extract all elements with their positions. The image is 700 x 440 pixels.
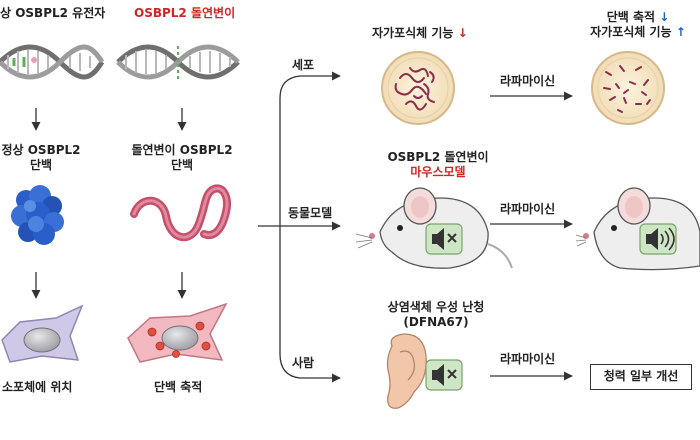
normal-cell-icon — [1, 304, 84, 363]
arrow-down-icon: ↓ — [457, 26, 468, 40]
autophagy-down-label: 자가포식체 기능 ↓ — [372, 26, 468, 41]
rapamycin-label-1: 라파마이신 — [500, 74, 556, 88]
arrow-down-blue-icon: ↓ — [659, 10, 670, 24]
normal-gene-label: 상 OSBPL2 유전자 — [0, 6, 106, 20]
branch-label-human: 사람 — [292, 356, 315, 370]
mutant-protein-label: 돌연변이 OSBPL2 단백 — [130, 143, 234, 173]
mutant-cell-label: 단백 축적 — [154, 380, 203, 394]
mutant-cell-icon — [127, 302, 228, 363]
mouse-after-icon — [575, 187, 700, 271]
human-disease-label-line2: (DFNA67) — [403, 315, 469, 329]
mouse-model-label-line2: 마우스모델 — [410, 165, 466, 179]
human-disease-label-line1: 상염색체 우성 난청 — [387, 300, 485, 314]
mutation-gene-label: OSBPL2 돌연변이 — [134, 6, 236, 20]
autophagy-down-text: 자가포식체 기능 — [372, 26, 454, 40]
normal-protein-label-line2: 단백 — [29, 158, 53, 172]
autophagy-up-text: 자가포식체 기능 — [590, 25, 672, 39]
normal-dna-icon — [0, 44, 105, 80]
human-ear-icon — [386, 333, 463, 409]
rapamycin-label-2: 라파마이신 — [500, 202, 556, 216]
mouse-model-label: OSBPL2 돌연변이 마우스모델 — [376, 150, 500, 180]
branch-label-animal: 동물모델 — [288, 206, 333, 220]
arrow-up-blue-icon: ↑ — [675, 25, 686, 39]
mutant-protein-label-line1: 돌연변이 OSBPL2 — [131, 143, 233, 157]
petri-dish-after-icon — [591, 51, 665, 125]
normal-protein-label-line1: 정상 OSBPL2 — [1, 143, 81, 157]
down-arrow-icon — [31, 108, 187, 299]
normal-cell-label: 소포체에 위치 — [2, 380, 73, 394]
rapamycin-label-3: 라파마이신 — [500, 352, 556, 366]
mutant-dna-icon — [116, 44, 240, 80]
mouse-before-icon — [355, 187, 513, 269]
after-treatment-label: 단백 축적 ↓ 자가포식체 기능 ↑ — [578, 10, 698, 40]
branch-connector — [258, 71, 341, 383]
human-disease-label: 상염색체 우성 난청 (DFNA67) — [366, 300, 506, 330]
normal-protein-icon — [11, 185, 64, 245]
petri-dish-before-icon — [381, 51, 455, 125]
mutant-protein-icon — [130, 184, 231, 242]
protein-accumulation-text: 단백 축적 — [606, 10, 656, 24]
mutant-protein-label-line2: 단백 — [170, 158, 194, 172]
branch-label-cell: 세포 — [292, 58, 315, 72]
normal-protein-label: 정상 OSBPL2 단백 — [0, 143, 84, 173]
mouse-model-label-line1: OSBPL2 돌연변이 — [387, 150, 489, 164]
hearing-improvement-box: 청력 일부 개선 — [590, 364, 692, 390]
